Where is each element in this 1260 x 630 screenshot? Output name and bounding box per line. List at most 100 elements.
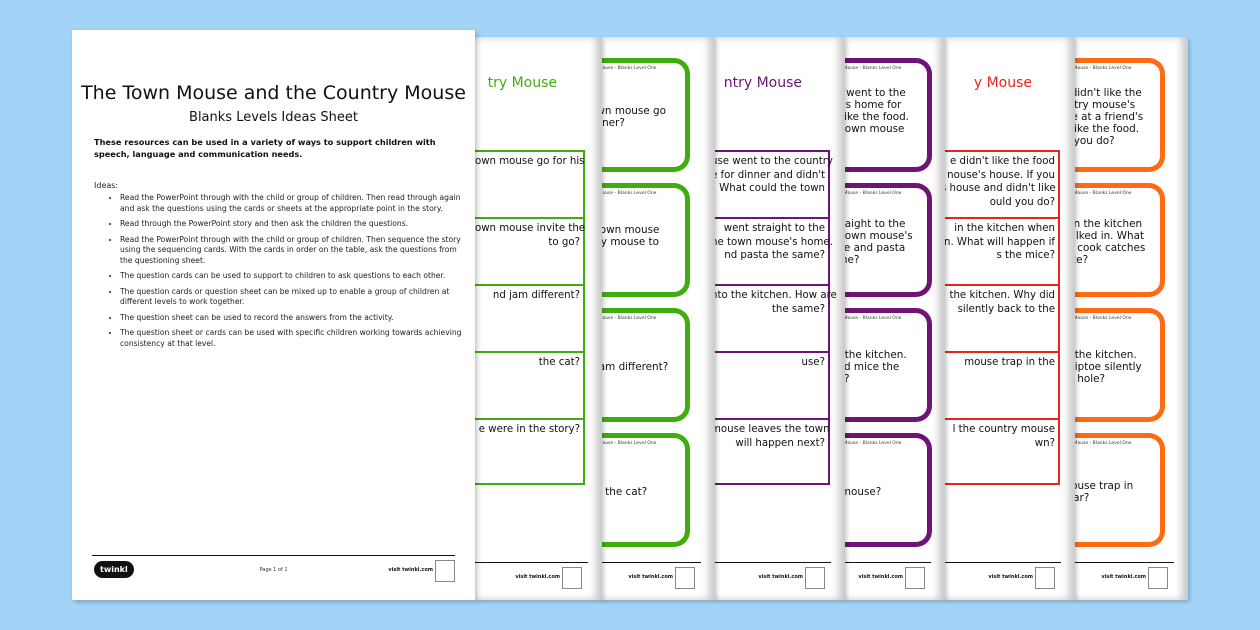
question-line: nto the kitchen. How are [715, 290, 837, 301]
question-line: mouse leaves the town [715, 424, 830, 435]
question-line: e in the kitchen [1075, 218, 1143, 230]
question-line: town mouse invite the [475, 223, 586, 234]
question-card: ntry Mouse - Blanks Level Oned jam diffe… [600, 308, 690, 422]
ideas-sheet-page: The Town Mouse and the Country Mouse Bla… [72, 30, 475, 600]
question-line: nouse's house. If you [947, 169, 1055, 181]
question-card: ntry Mouse - Blanks Level Oner is the ca… [600, 433, 690, 547]
question-card: ntry Mouse - Blanks Level Onetown mouse … [600, 58, 690, 172]
question-row: went straight to the he town mouse's home… [715, 219, 833, 286]
question-line: s the mice? [996, 250, 1055, 261]
question-line: town mouse go [600, 105, 666, 117]
question-line: in. What will happen if [945, 236, 1055, 248]
question-line: walked in. What [1075, 230, 1145, 242]
card-header: ntry Mouse - Blanks Level One [845, 66, 902, 71]
quality-badge-icon [435, 560, 455, 582]
question-line: n mouse? [845, 486, 882, 498]
question-line: nd jam different? [492, 290, 580, 301]
question-line: went straight to the [723, 223, 825, 234]
ideas-heading: Ideas: [94, 181, 119, 190]
card-header: ntry Mouse - Blanks Level One [1075, 66, 1132, 71]
visit-link: visit twinkl.com [1101, 574, 1146, 580]
question-line: to go? [548, 236, 580, 248]
card-header: ntry Mouse - Blanks Level One [845, 191, 902, 196]
question-line: nd pasta the same? [724, 250, 825, 261]
question-grid: e didn't like the food nouse's house. If … [945, 150, 1060, 485]
question-row: use? [715, 353, 828, 420]
quality-badge-icon [1148, 567, 1168, 589]
idea-item: The question cards can be used to suppor… [120, 271, 470, 282]
question-line: mouse trap in the [964, 357, 1055, 368]
question-line: the cat? [538, 357, 580, 368]
card-header: ntry Mouse - Blanks Level One [600, 441, 657, 446]
question-line: the same? [771, 303, 825, 315]
question-line: e town mouse [845, 123, 905, 135]
visit-link: visit twinkl.com [858, 574, 903, 580]
idea-item: Read the PowerPoint through with the chi… [120, 235, 470, 267]
question-row: the cat? [475, 353, 583, 420]
visit-link: visit twinkl.com [758, 574, 803, 580]
question-row: the kitchen. Why did silently back to the [945, 286, 1058, 353]
question-card: ntry Mouse - Blanks Level Onestraight to… [845, 183, 932, 297]
question-line: mouse trap in [1075, 480, 1134, 492]
question-line: dinner? [600, 117, 625, 129]
question-line: e didn't like the food [950, 156, 1055, 167]
question-cards-page: ntry Mouse - Blanks Level One e didn't li… [1075, 37, 1188, 600]
question-line: and mice the [845, 361, 900, 373]
question-line: he hole? [1075, 373, 1106, 385]
sheet-title: try Mouse [487, 75, 557, 91]
question-line: ere at a friend's [1075, 111, 1144, 123]
question-line: e were in the story? [478, 424, 580, 435]
question-line: he cook catches [1075, 242, 1146, 254]
card-header: ntry Mouse - Blanks Level One [600, 191, 657, 196]
question-line: se's home for [845, 99, 902, 111]
quality-badge-icon [562, 567, 582, 589]
card-header: ntry Mouse - Blanks Level One [1075, 191, 1132, 196]
intro-text: These resources can be used in a variety… [94, 137, 436, 159]
question-grid: town mouse go for his town mouse invite t… [475, 150, 585, 485]
question-line: he town mouse's home. [715, 236, 833, 248]
question-card: ntry Mouse - Blanks Level One e town mous… [600, 183, 690, 297]
idea-item: Read the PowerPoint through with the chi… [120, 193, 470, 214]
question-line: silently back to the [957, 303, 1055, 315]
idea-item: The question sheet or cards can be used … [120, 328, 470, 349]
question-line: use? [801, 357, 825, 368]
question-row: l the country mouse wn? [945, 420, 1058, 487]
quality-badge-icon [1035, 567, 1055, 589]
question-line: 't like the food. [1075, 123, 1139, 135]
card-header: ntry Mouse - Blanks Level One [1075, 316, 1132, 321]
question-line: wn? [1034, 437, 1055, 449]
idea-item: Read through the PowerPoint story and th… [120, 219, 470, 230]
question-line: ould you do? [989, 196, 1055, 208]
question-line: e didn't like the [1075, 87, 1142, 99]
question-card: ntry Mouse - Blanks Level One e in the ki… [1075, 183, 1165, 297]
visit-link: visit twinkl.com [988, 574, 1033, 580]
question-line: to the kitchen. [845, 349, 907, 361]
quality-badge-icon [675, 567, 695, 589]
question-line: ne? [845, 373, 923, 385]
card-header: ntry Mouse - Blanks Level One [845, 316, 902, 321]
visit-link: visit twinkl.com [628, 574, 673, 580]
twinkl-logo: twinkl [94, 561, 134, 578]
idea-item: The question cards or question sheet can… [120, 287, 470, 308]
question-line: e town mouse [600, 224, 660, 236]
question-line: the kitchen. Why did [949, 290, 1055, 301]
page-number: Page 1 of 1 [259, 567, 288, 573]
question-row: town mouse invite the to go? [475, 219, 586, 286]
question-line: use went to the country [715, 156, 833, 167]
sheet-title: ntry Mouse [723, 75, 802, 91]
quality-badge-icon [805, 567, 825, 589]
question-line: e tiptoe silently [1075, 361, 1142, 373]
question-line: . What could the town [715, 183, 825, 194]
question-line: town mouse go for his [475, 156, 585, 167]
question-line: to the kitchen. [1075, 349, 1137, 361]
footer-divider [600, 562, 701, 563]
question-line: l the country mouse [952, 424, 1055, 435]
question-row: e were in the story? [475, 420, 583, 487]
visit-link: visit twinkl.com [388, 567, 433, 573]
question-line: untry mouse's [1075, 99, 1136, 111]
